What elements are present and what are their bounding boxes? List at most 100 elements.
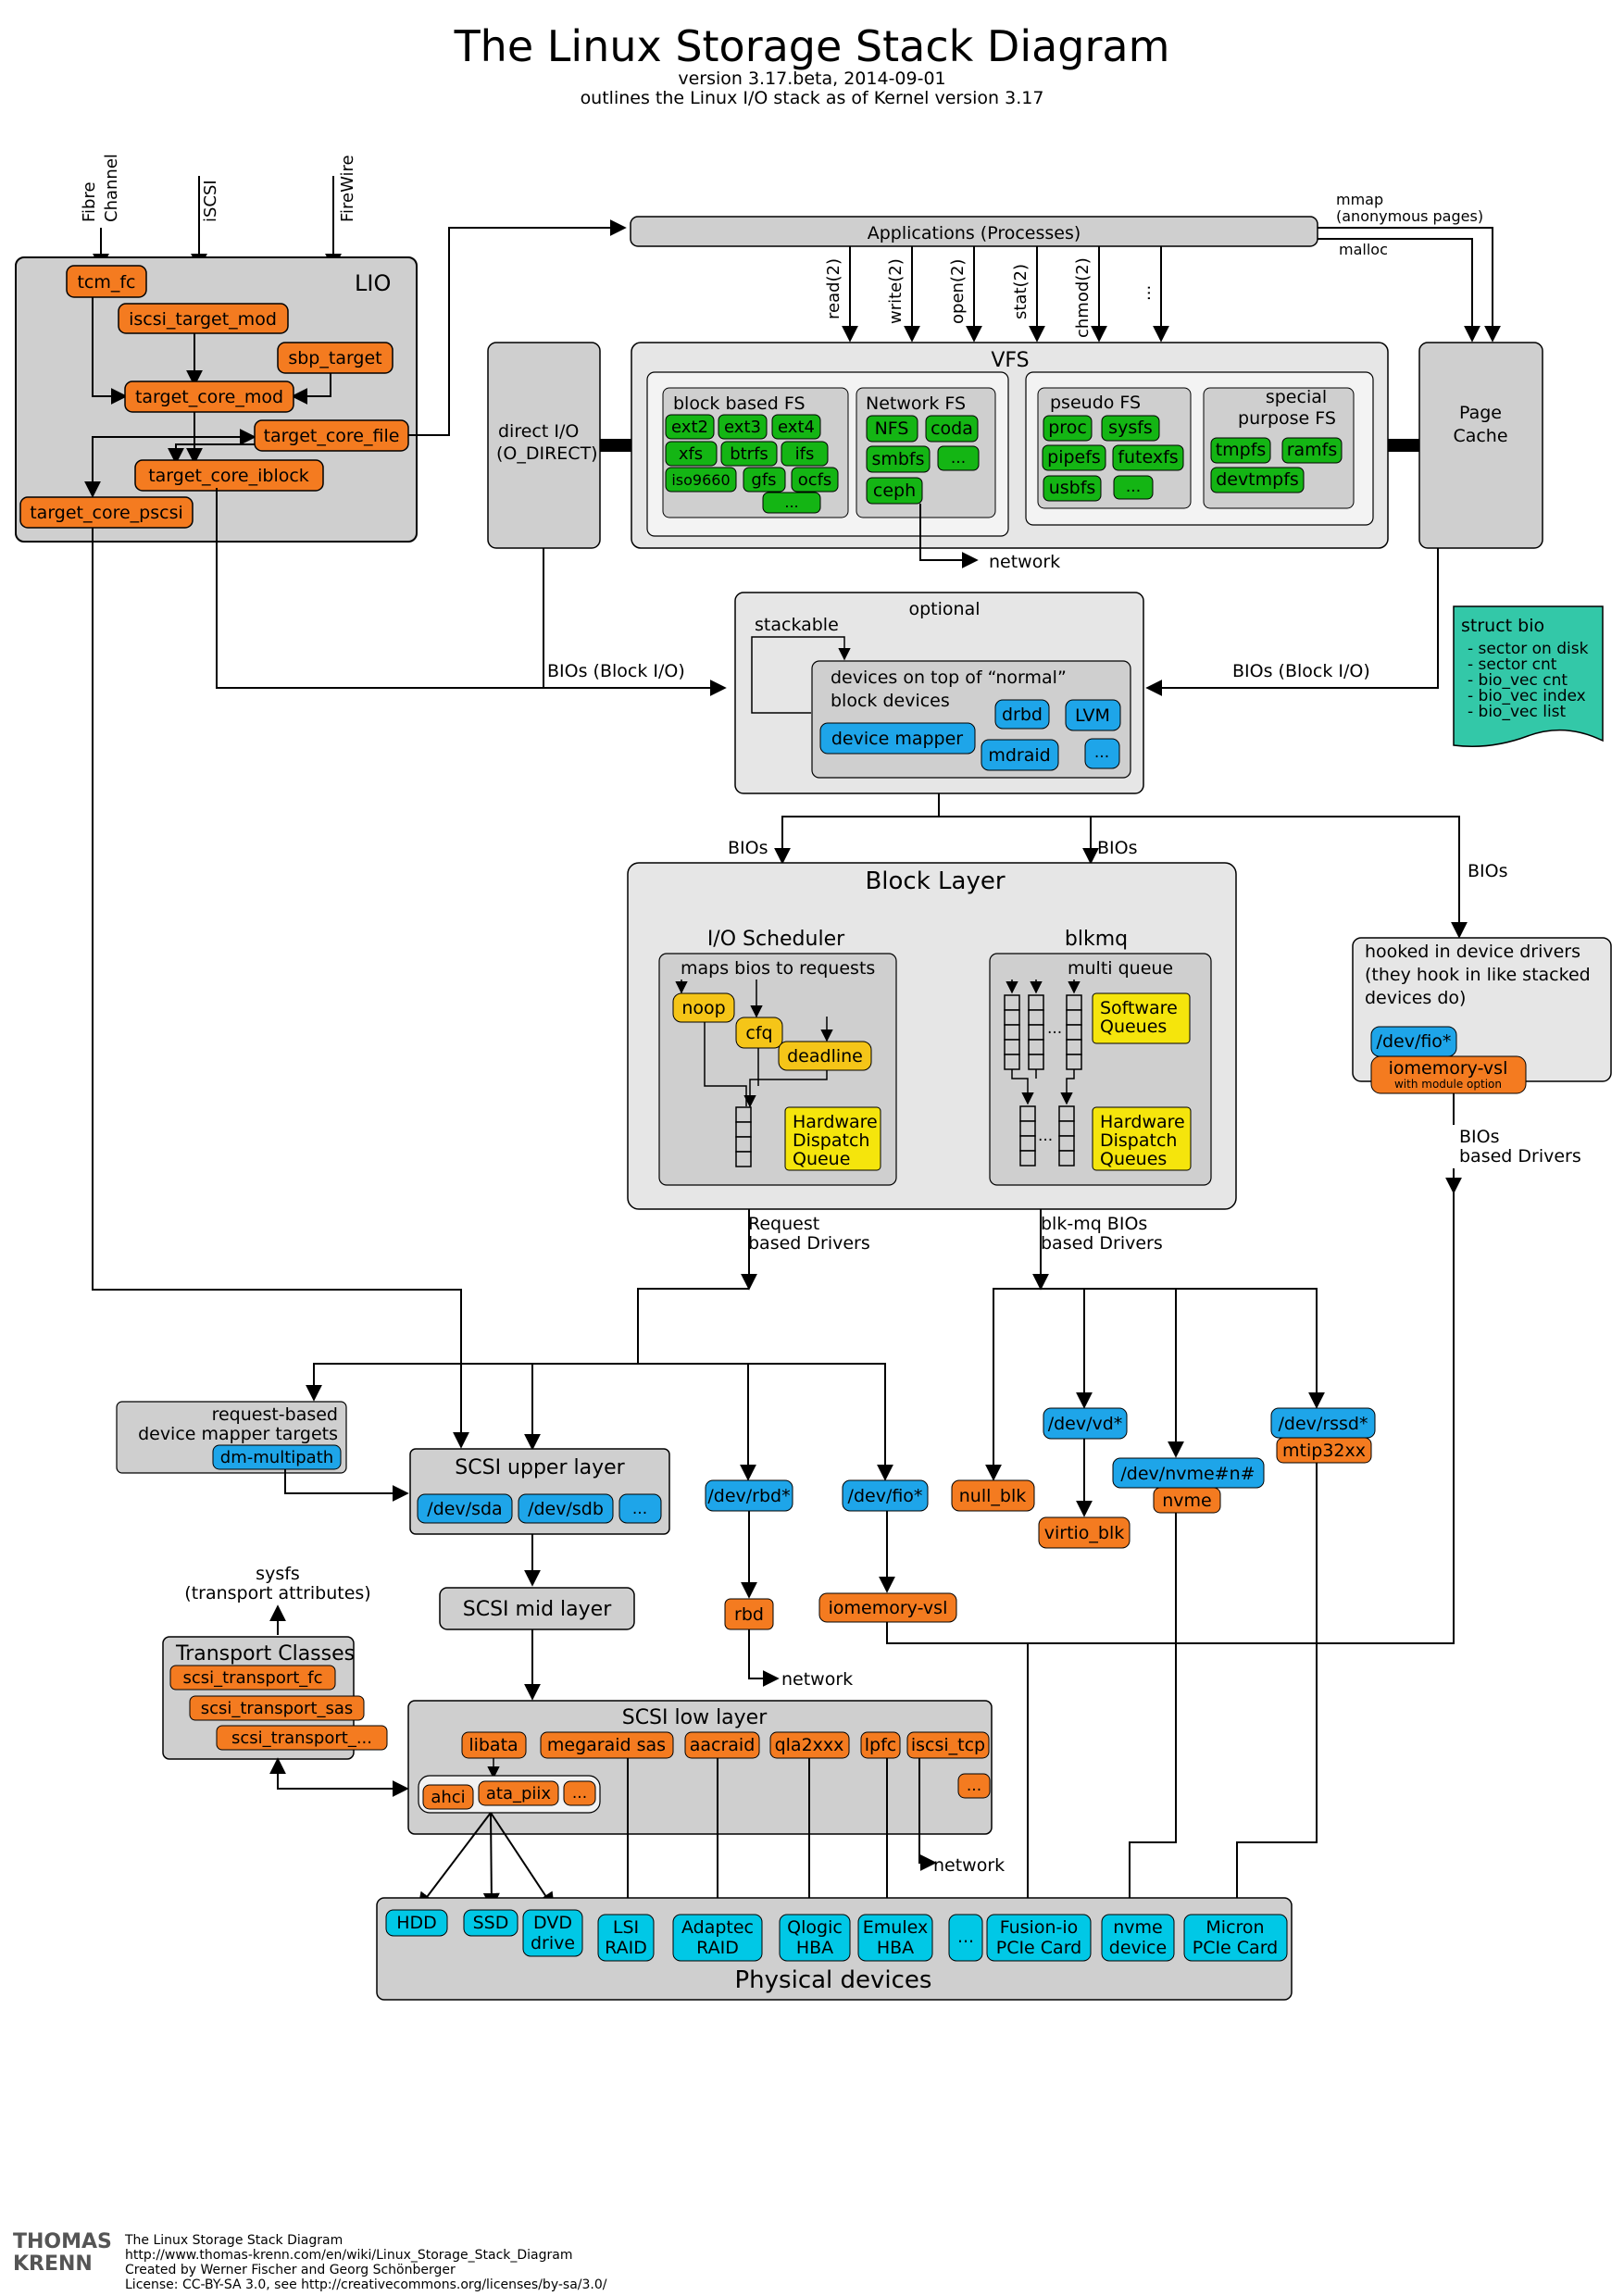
ata-piix-label: ata_piix: [486, 1784, 552, 1803]
sbp-target-label: sbp_target: [288, 348, 381, 368]
fs-usbfs: usbfs: [1049, 478, 1096, 498]
drbd-label: drbd: [1002, 705, 1043, 725]
emulex-hba-label: HBA: [877, 1938, 914, 1958]
dev-vd-label: /dev/vd*: [1048, 1414, 1123, 1434]
syscall-read: read(2): [824, 258, 843, 319]
struct-bio-item: - bio_vec index: [1468, 687, 1586, 705]
mtip32xx-label: mtip32xx: [1282, 1441, 1366, 1461]
fs-smbfs: smbfs: [871, 449, 924, 469]
ahci-label: ahci: [431, 1788, 465, 1807]
lvm-label: LVM: [1075, 705, 1110, 726]
fusion-io-label: Fusion-io: [1000, 1917, 1079, 1938]
struct-bio-item: - bio_vec list: [1468, 703, 1567, 721]
lsi-label: LSI: [613, 1917, 639, 1938]
scsi-mid-box: [439, 1587, 635, 1630]
transport-more-label: scsi_transport_...: [231, 1728, 372, 1748]
struct-bio-item: - bio_vec cnt: [1468, 671, 1568, 690]
fs-ocfs: ocfs: [798, 470, 832, 490]
tcm-fc-module: [66, 265, 147, 298]
anonymous-pages-label: (anonymous pages): [1336, 207, 1483, 225]
micron-pcie-label: PCIe Card: [1193, 1938, 1279, 1958]
block-fs-title: block based FS: [673, 393, 806, 414]
fs-ext4: ext4: [778, 418, 815, 437]
blkmq-title: blkmq: [1065, 928, 1128, 951]
qlogic-hba-device: [779, 1914, 851, 1962]
hooked-module-option: with module option: [1394, 1078, 1502, 1091]
hw-dispatch-queue-line: Queue: [793, 1149, 850, 1169]
libata-more-box: [563, 1780, 596, 1806]
fs-xfs: xfs: [679, 444, 703, 464]
hooked-line: devices do): [1365, 988, 1466, 1008]
dev-sdb-label: /dev/sdb: [528, 1499, 604, 1519]
hooked-iomemory-box: [1370, 1055, 1527, 1094]
null-blk-label: null_blk: [959, 1486, 1026, 1506]
bios-left-label: BIOs (Block I/O): [547, 661, 685, 681]
footer-line: http://www.thomas-krenn.com/en/wiki/Linu…: [125, 2248, 573, 2263]
nvme-label: nvme: [1162, 1491, 1211, 1511]
target-core-iblock-module: [134, 459, 324, 492]
block-fs-items: ext2 ext3 ext4 xfs btrfs ifs iso9660 gfs…: [665, 414, 839, 514]
scsi-upper-more-label: ...: [632, 1500, 647, 1518]
fs-nfs: NFS: [875, 418, 909, 439]
megaraid-label: megaraid sas: [547, 1735, 666, 1755]
lsi-raid-label: RAID: [605, 1938, 647, 1958]
ssd-label: SSD: [473, 1913, 509, 1933]
syscall-open: open(2): [948, 259, 968, 324]
hw-dispatch-queues-line: Queues: [1100, 1149, 1167, 1169]
physical-devices-title: Physical devices: [735, 1966, 932, 1994]
fs-pipefs: pipefs: [1047, 447, 1101, 468]
ahci-box: [422, 1784, 474, 1810]
footer-line: The Linux Storage Stack Diagram: [124, 2233, 343, 2248]
lsi-raid-device: [597, 1914, 655, 1962]
device-mapper-box: [819, 722, 976, 755]
special-fs-items: tmpfs ramfs devtmpfs: [1210, 437, 1343, 493]
dev-fio-label: /dev/fio*: [848, 1486, 923, 1506]
hw-queue-stacks: [1019, 1105, 1075, 1167]
adaptec-raid-label: RAID: [696, 1938, 739, 1958]
hw-dispatch-queues-line: Hardware: [1100, 1112, 1185, 1132]
target-core-iblock-label: target_core_iblock: [148, 466, 309, 486]
adaptec-label: Adaptec: [681, 1917, 754, 1938]
qla2xxx-label: qla2xxx: [775, 1735, 844, 1755]
fs-devtmpfs: devtmpfs: [1216, 469, 1299, 490]
physical-more-label: ...: [957, 1927, 974, 1947]
device-mapper-label: device mapper: [831, 729, 963, 749]
deadline-label: deadline: [787, 1046, 863, 1067]
qlogic-label: Qlogic: [787, 1917, 843, 1938]
iscsi-label: iSCSI: [201, 180, 220, 222]
nvme-device: [1101, 1914, 1175, 1962]
applications-label: Applications (Processes): [868, 223, 1081, 243]
struct-bio-item: - sector on disk: [1468, 640, 1589, 658]
dm-multipath-line1: request-based: [212, 1404, 338, 1425]
libata-more-label: ...: [572, 1784, 587, 1803]
hw-dispatch-queue-box: [784, 1106, 881, 1171]
hw-dispatch-queues-box: [1092, 1106, 1192, 1171]
aacraid-box: [684, 1731, 760, 1759]
special-fs-title1: special: [1266, 387, 1327, 407]
request-label: Request: [748, 1214, 819, 1234]
emulex-label: Emulex: [863, 1917, 928, 1938]
firewire-label: FireWire: [338, 155, 357, 222]
dvd-drive-device: [522, 1909, 583, 1957]
dm-multipath-item-label: dm-multipath: [220, 1448, 333, 1467]
fs-btrfs: btrfs: [730, 444, 768, 464]
hw-dispatch-queue-stack: [735, 1106, 752, 1167]
page-cache-connector: [1388, 439, 1419, 452]
transport-more-box: [216, 1725, 388, 1751]
brand-logo-line1: THOMAS: [13, 2230, 112, 2253]
fs-ext2: ext2: [671, 418, 708, 437]
hooked-dev-fio-label: /dev/fio*: [1377, 1031, 1452, 1052]
stacked-title2: block devices: [831, 691, 950, 711]
fs-ext3: ext3: [724, 418, 761, 437]
virtio-blk-box: [1038, 1516, 1131, 1549]
fs-ifs: ifs: [795, 444, 815, 464]
iomemory-box: [818, 1592, 957, 1623]
qlogic-hba-label: HBA: [796, 1938, 833, 1958]
fs-iso9660: iso9660: [671, 471, 730, 489]
optional-label: optional: [908, 599, 980, 619]
hdd-label: HDD: [396, 1913, 437, 1933]
emulex-hba-device: [857, 1914, 933, 1962]
stackable-label: stackable: [755, 615, 839, 635]
pseudo-fs-items: proc sysfs pipefs futexfs usbfs ...: [1042, 415, 1184, 502]
